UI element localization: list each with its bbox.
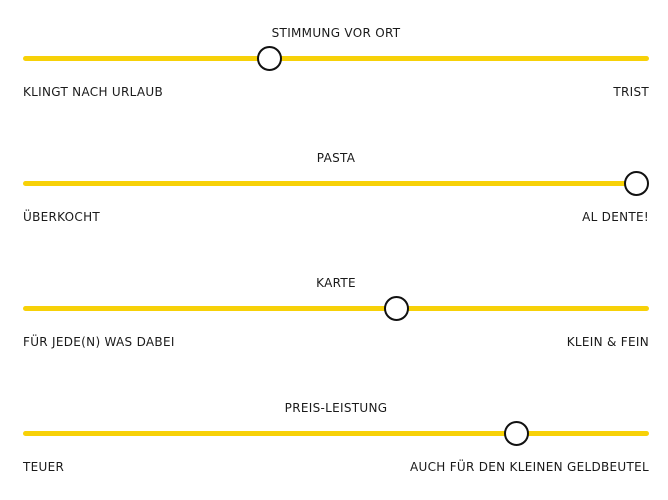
slider-title: PASTA bbox=[316, 151, 356, 165]
slider-max-label: TRIST bbox=[613, 85, 649, 99]
slider-pasta: PASTA ÜBERKOCHT AL DENTE! bbox=[23, 150, 649, 250]
slider-thumb[interactable] bbox=[503, 421, 529, 446]
slider-max-label: AL DENTE! bbox=[582, 210, 649, 224]
slider-thumb[interactable] bbox=[257, 46, 283, 71]
slider-track[interactable] bbox=[23, 181, 649, 186]
slider-min-label: ÜBERKOCHT bbox=[23, 210, 101, 224]
slider-title: STIMMUNG VOR ORT bbox=[271, 26, 401, 40]
slider-preis-leistung: PREIS-LEISTUNG TEUER AUCH FÜR DEN KLEINE… bbox=[23, 400, 649, 500]
slider-stimmung: STIMMUNG VOR ORT KLINGT NACH URLAUB TRIS… bbox=[23, 25, 649, 125]
slider-track[interactable] bbox=[23, 56, 649, 61]
slider-max-label: AUCH FÜR DEN KLEINEN GELDBEUTEL bbox=[410, 460, 649, 474]
slider-min-label: TEUER bbox=[23, 460, 65, 474]
slider-title: KARTE bbox=[316, 276, 356, 290]
slider-title: PREIS-LEISTUNG bbox=[284, 401, 388, 415]
slider-karte: KARTE FÜR JEDE(N) WAS DABEI KLEIN & FEIN bbox=[23, 275, 649, 375]
slider-thumb[interactable] bbox=[383, 296, 409, 321]
slider-max-label: KLEIN & FEIN bbox=[566, 335, 649, 349]
slider-min-label: KLINGT NACH URLAUB bbox=[23, 85, 163, 99]
slider-thumb[interactable] bbox=[624, 171, 649, 196]
slider-min-label: FÜR JEDE(N) WAS DABEI bbox=[23, 335, 175, 349]
slider-track[interactable] bbox=[23, 431, 649, 436]
slider-track[interactable] bbox=[23, 306, 649, 311]
